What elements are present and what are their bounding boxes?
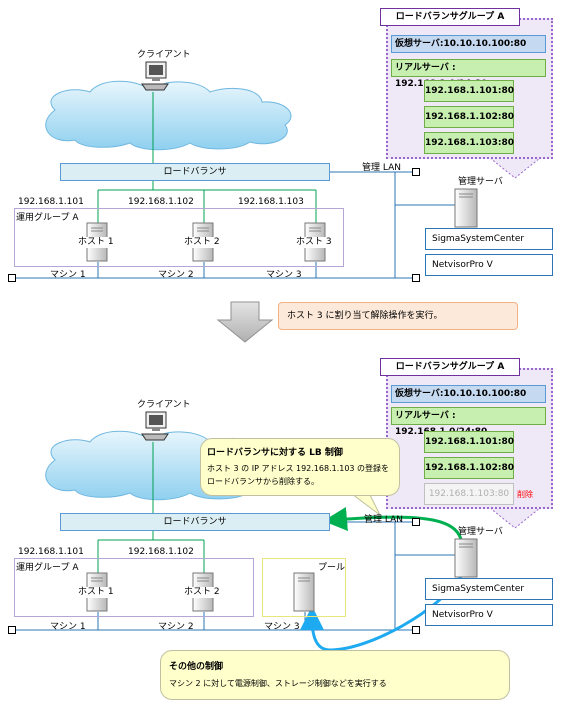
down-arrow-icon (216, 301, 274, 343)
machine-2-label: マシン 2 (158, 270, 194, 280)
lan-endpoint-right-bottom (412, 626, 420, 634)
lb-control-callout: ロードバランサに対する LB 制御 ホスト 3 の IP アドレス 192.16… (200, 438, 400, 496)
lb-entry-removed: 192.168.1.103:80 (424, 483, 514, 505)
host-1-label-bottom: ホスト 1 (77, 587, 115, 598)
other-control-arrow (300, 574, 464, 652)
ip-label-2-bottom: 192.168.1.102 (128, 547, 194, 557)
virtual-server-box-bottom: 仮想サーバ:10.10.10.100:80 (391, 385, 546, 403)
action-description: ホスト 3 に割り当て解除操作を実行。 (278, 302, 518, 330)
lb-entry-3: 192.168.1.103:80 (424, 132, 514, 154)
pool-label: プール (318, 563, 346, 573)
mgmt-server-label-bottom: 管理サーバ (458, 527, 503, 537)
lb-group-title-bottom: ロードバランサグループ A (380, 358, 520, 376)
real-server-box-bottom: リアルサーバ : 192.168.1.0/24:80 (391, 407, 546, 437)
pool-server-icon (293, 572, 315, 612)
operation-group (14, 208, 344, 267)
other-control-callout: その他の制御 マシン 2 に対して電源制御、ストレージ制御などを実行する (160, 650, 510, 700)
mgmt-lan-label-bottom: 管理 LAN (364, 515, 403, 525)
lan-endpoint-left (8, 274, 16, 282)
sigma-system-center-box: SigmaSystemCenter (425, 228, 553, 250)
lb-entry-2: 192.168.1.102:80 (424, 106, 514, 128)
client-pc-icon (141, 411, 169, 441)
mgmt-lan-label: 管理 LAN (362, 163, 401, 173)
lb-group-title: ロードバランサグループ A (380, 8, 520, 26)
operation-group-bottom (14, 558, 254, 617)
lb-callout-line2: ロードバランサから削除する。 (207, 477, 319, 486)
lb-control-arrow (323, 507, 464, 546)
network-cloud (45, 80, 292, 151)
sigma-system-center-box-bottom: SigmaSystemCenter (425, 578, 553, 600)
client-pc-icon (141, 61, 169, 91)
mgmt-server-icon (454, 188, 478, 228)
host-3-label: ホスト 3 (295, 237, 333, 248)
lb-callout-title: ロードバランサに対する LB 制御 (207, 448, 343, 458)
mgmt-server-label: 管理サーバ (458, 177, 503, 187)
other-callout-title: その他の制御 (169, 662, 224, 672)
machine-1-label-bottom: マシン 1 (50, 622, 86, 632)
client-label: クライアント (137, 50, 191, 60)
machine-2-label-bottom: マシン 2 (158, 622, 194, 632)
pool-rect (262, 558, 346, 617)
ip-label-1-bottom: 192.168.1.101 (18, 547, 84, 557)
load-balancer: ロードバランサ (60, 163, 330, 181)
lan-endpoint-right (412, 274, 420, 282)
lb-entry-2-bottom: 192.168.1.102:80 (424, 457, 514, 479)
virtual-server-box: 仮想サーバ:10.10.10.100:80 (391, 35, 546, 53)
mgmt-lan-endpoint (412, 168, 420, 176)
ip-label-3: 192.168.1.103 (238, 197, 304, 207)
group-label: 運用グループ A (16, 213, 79, 223)
real-server-box: リアルサーバ : 192.168.1.0/24:80 (391, 59, 546, 89)
netvisor-pro-box: NetvisorPro V (425, 254, 553, 276)
group-label-bottom: 運用グループ A (16, 563, 79, 573)
removed-tag: 削除 (517, 490, 533, 499)
lb-callout-line1: ホスト 3 の IP アドレス 192.168.1.103 の登録を (207, 464, 390, 473)
machine-1-label: マシン 1 (50, 270, 86, 280)
mgmt-lan-endpoint-bottom (412, 518, 420, 526)
load-balancer-bottom: ロードバランサ (60, 513, 330, 531)
netvisor-pro-box-bottom: NetvisorPro V (425, 604, 553, 626)
client-label-bottom: クライアント (137, 400, 191, 410)
host-2-label: ホスト 2 (183, 237, 221, 248)
host-1-label: ホスト 1 (77, 237, 115, 248)
machine-3-label-bottom: マシン 3 (264, 622, 300, 632)
ip-label-1: 192.168.1.101 (18, 197, 84, 207)
machine-3-label: マシン 3 (266, 270, 302, 280)
lan-endpoint-left-bottom (8, 626, 16, 634)
mgmt-server-icon (454, 538, 478, 578)
ip-label-2: 192.168.1.102 (128, 197, 194, 207)
lb-entry-1: 192.168.1.101:80 (424, 80, 514, 102)
host-2-label-bottom: ホスト 2 (183, 587, 221, 598)
other-callout-text: マシン 2 に対して電源制御、ストレージ制御などを実行する (169, 679, 387, 688)
lb-entry-1-bottom: 192.168.1.101:80 (424, 431, 514, 453)
